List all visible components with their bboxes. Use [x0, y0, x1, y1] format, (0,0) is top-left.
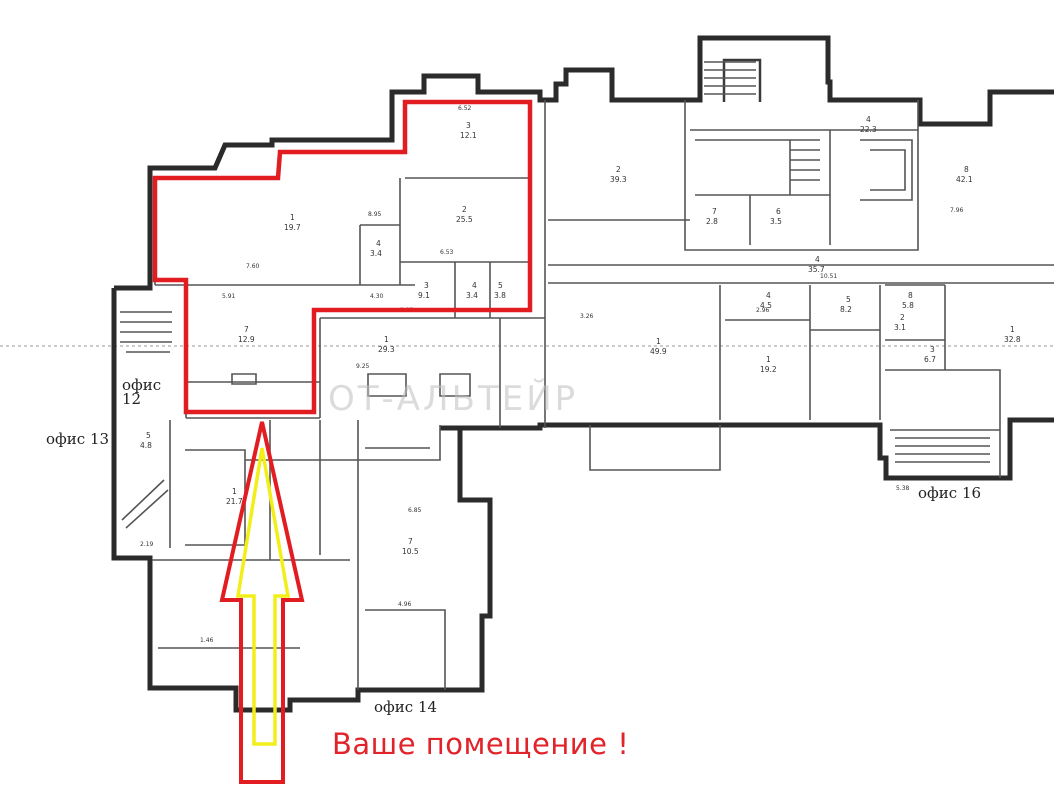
arrow-inner-shape	[235, 447, 291, 746]
room-area: 4.8	[140, 441, 152, 450]
dimension-labels: 6.52 7.60 8.95 6.53 4.30 3.95 5.91 9.25 …	[140, 105, 964, 644]
room-area: 2.8	[706, 217, 718, 226]
pointer-arrow	[219, 421, 305, 784]
room-number: 5	[498, 281, 503, 290]
dimension-label: 2.19	[140, 541, 154, 548]
room-area: 3.8	[494, 291, 506, 300]
room-number: 7	[712, 207, 717, 216]
room-area: 5.8	[902, 301, 914, 310]
room-area: 32.8	[1004, 335, 1021, 344]
room-number: 1	[384, 335, 389, 344]
room-number: 2	[462, 205, 467, 214]
room-area: 25.5	[456, 215, 473, 224]
room-number: 1	[766, 355, 771, 364]
room-area: 35.7	[808, 265, 825, 274]
room-area: 12.9	[238, 335, 255, 344]
dimension-label: 10.51	[820, 273, 837, 280]
room-area: 3.5	[770, 217, 782, 226]
office-16-label: офис 16	[918, 484, 981, 502]
dimension-label: 6.53	[440, 249, 454, 256]
room-number: 6	[776, 207, 781, 216]
dimension-label: 5.91	[222, 293, 236, 300]
office-13-label: офис 13	[46, 430, 109, 448]
room-area: 12.1	[460, 131, 477, 140]
room-area: 22.3	[860, 125, 877, 134]
room-area: 3.4	[370, 249, 382, 258]
room-area: 3.1	[894, 323, 906, 332]
room-area: 39.3	[610, 175, 627, 184]
dimension-label: 7.60	[246, 263, 260, 270]
room-area: 21.7	[226, 497, 243, 506]
room-number: 8	[908, 291, 913, 300]
room-area: 8.2	[840, 305, 852, 314]
room-area: 3.4	[466, 291, 478, 300]
room-area: 19.7	[284, 223, 301, 232]
room-number: 3	[424, 281, 429, 290]
room-number: 7	[408, 537, 413, 546]
room-number: 1	[656, 337, 661, 346]
room-area: 19.2	[760, 365, 777, 374]
outer-walls	[111, 35, 1054, 713]
room-area: 10.5	[402, 547, 419, 556]
room-number: 5	[846, 295, 851, 304]
room-number: 4	[472, 281, 477, 290]
watermark: ОТ-АЛЬТЕЙР	[328, 378, 578, 419]
dimension-label: 4.96	[398, 601, 412, 608]
room-area: 6.7	[924, 355, 936, 364]
dimension-label: 3.26	[580, 313, 594, 320]
dimension-label: 1.46	[200, 637, 214, 644]
room-area: 49.9	[650, 347, 667, 356]
room-number: 3	[930, 345, 935, 354]
arrow-outer-shape	[219, 421, 305, 784]
highlighted-region-outline	[152, 99, 533, 415]
room-number: 8	[964, 165, 969, 174]
room-area: 29.3	[378, 345, 395, 354]
room-number: 4	[815, 255, 820, 264]
room-area: 4.5	[760, 301, 772, 310]
dimension-label: 5.38	[896, 485, 910, 492]
room-number: 4	[866, 115, 871, 124]
room-number: 4	[376, 239, 381, 248]
room-number: 1	[232, 487, 237, 496]
room-number: 1	[290, 213, 295, 222]
dimension-label: 6.52	[458, 105, 472, 112]
room-area: 42.1	[956, 175, 973, 184]
dimension-label: 7.96	[950, 207, 964, 214]
dimension-label: 2.96	[756, 307, 770, 314]
dimension-label: 8.95	[368, 211, 382, 218]
room-labels: 1 19.7 2 25.5 3 12.1 4 3.4 7 12.9 1 29.3…	[140, 115, 1021, 556]
room-number: 1	[1010, 325, 1015, 334]
room-number: 7	[244, 325, 249, 334]
room-number: 2	[616, 165, 621, 174]
dimension-label: 9.25	[356, 363, 370, 370]
room-number: 2	[900, 313, 905, 322]
dimension-label: 4.30	[370, 293, 384, 300]
room-number: 3	[466, 121, 471, 130]
office-14-label: офис 14	[374, 698, 437, 716]
room-number: 5	[146, 431, 151, 440]
dimension-label: 6.85	[408, 507, 422, 514]
room-number: 4	[766, 291, 771, 300]
room-area: 9.1	[418, 291, 430, 300]
interior-partitions	[120, 61, 1054, 690]
callout-text: Ваше помещение !	[332, 727, 630, 761]
